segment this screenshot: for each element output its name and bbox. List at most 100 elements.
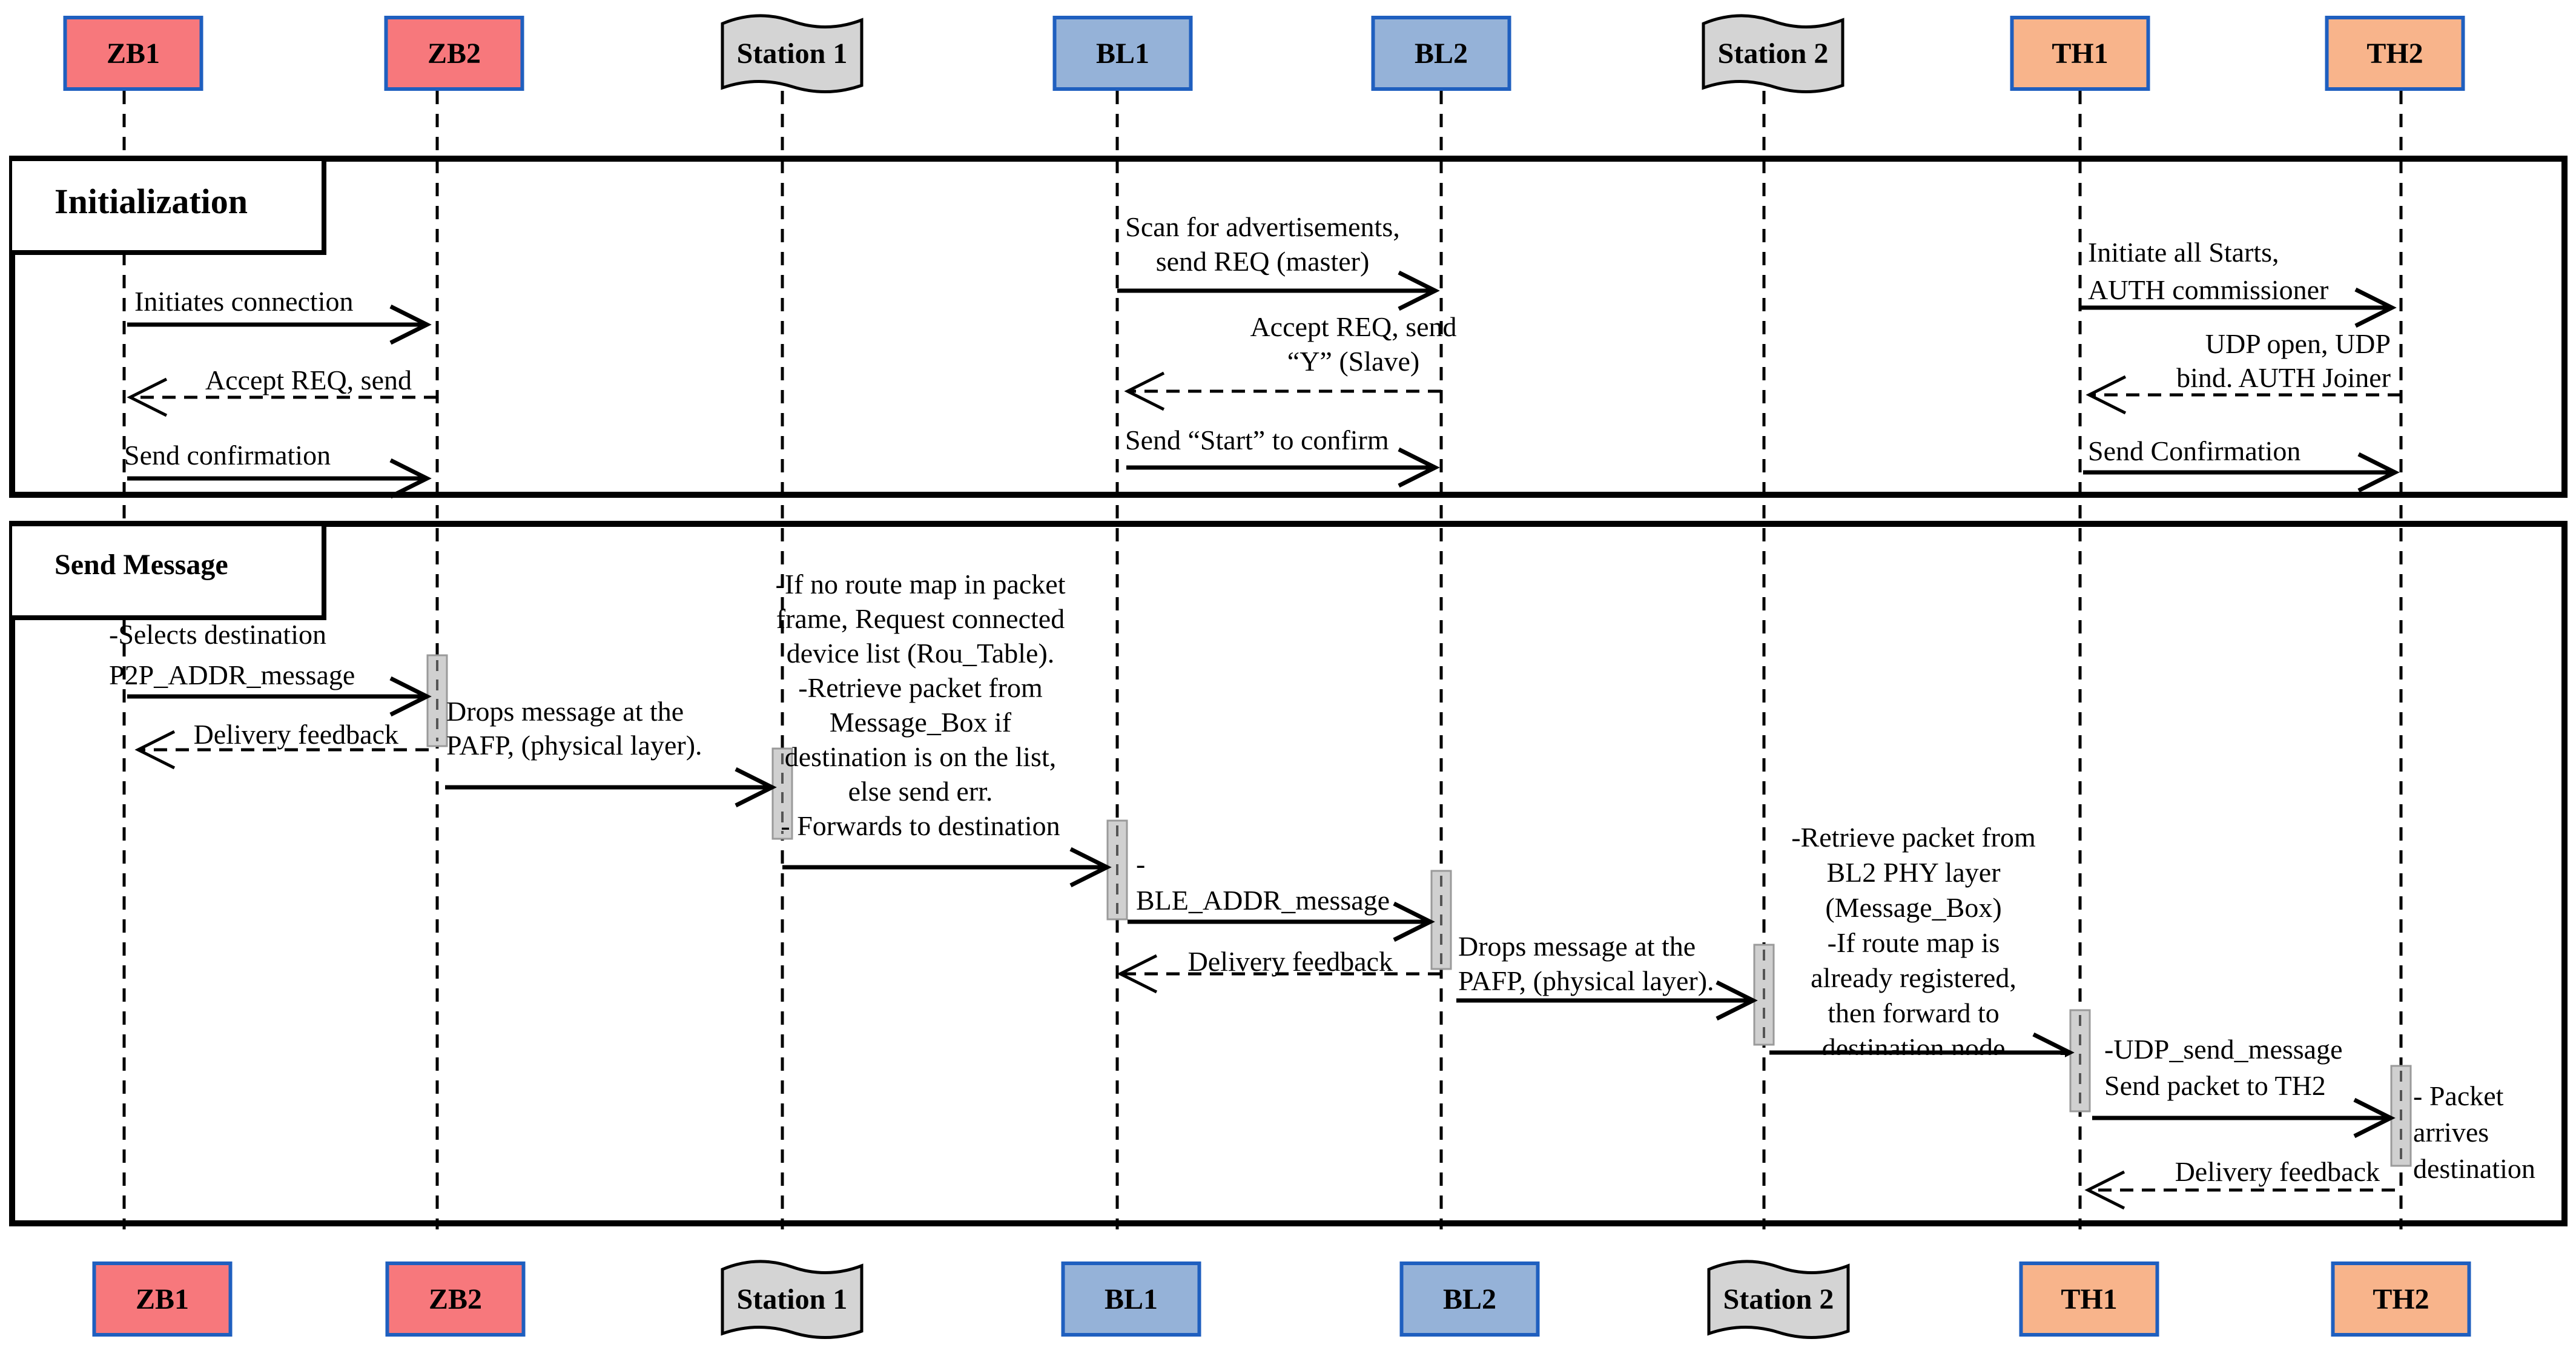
arrow-th-send-2	[2084, 1170, 2395, 1210]
participant-box	[63, 16, 203, 91]
participant-label: TH1	[2061, 1283, 2117, 1315]
message-label-zb_init_2: Accept REQ, send	[205, 365, 412, 395]
arrow-th-send-1	[2092, 1097, 2396, 1139]
message-label-zb_send_2: Delivery feedback	[194, 719, 398, 750]
participant-label: BL2	[1415, 38, 1468, 70]
message-arrows	[127, 270, 2401, 1210]
arrow-zb2-st1	[445, 767, 777, 808]
arrow-zb-init-1	[127, 304, 432, 345]
participant-box	[1371, 16, 1511, 91]
message-label-th_init_1: Initiate all Starts,AUTH commissioner	[2088, 237, 2328, 305]
participant-zb1-bottom: ZB1	[92, 1261, 233, 1337]
participant-th1-top: TH1	[2010, 16, 2150, 91]
message-label-bl_send_2: Delivery feedback	[1188, 946, 1393, 977]
participant-box	[1061, 1261, 1201, 1337]
arrow-th-init-3	[2083, 452, 2400, 493]
arrow-zb-init-3	[127, 458, 432, 499]
arrow-bl-init-3	[1126, 447, 1440, 488]
participant-label: ZB1	[107, 38, 160, 70]
arrow-zb-send-2	[134, 730, 429, 770]
arrow-bl-send-2	[1117, 954, 1441, 994]
activation-zb2	[426, 654, 448, 747]
participant-box	[385, 1261, 526, 1337]
participant-box	[92, 1261, 233, 1337]
participant-box	[721, 14, 864, 94]
activation-bl2	[1430, 870, 1452, 970]
participant-zb1-top: ZB1	[63, 16, 203, 91]
activation-st1	[771, 747, 793, 840]
participant-label: ZB1	[136, 1283, 189, 1315]
activation-th2	[2390, 1065, 2412, 1167]
frame-border	[9, 156, 2568, 498]
participant-box	[2331, 1261, 2471, 1337]
participant-label: TH2	[2366, 38, 2423, 70]
participant-box	[1399, 1261, 1540, 1337]
participant-bl2-top: BL2	[1371, 16, 1511, 91]
participant-label: ZB2	[428, 38, 481, 70]
activation-bl1	[1106, 819, 1128, 921]
participant-zb2-bottom: ZB2	[385, 1261, 526, 1337]
arrow-st1-bl1	[782, 847, 1112, 888]
frame-tab	[12, 521, 326, 620]
participant-label: Station 2	[1718, 38, 1829, 70]
participant-st2-top: Station 2	[1702, 14, 1844, 94]
message-label-bl_init_3: Send “Start” to confirm	[1125, 425, 1389, 455]
message-label-th_init_3: Send Confirmation	[2088, 435, 2300, 466]
message-label-bl_init_1: Scan for advertisements,send REQ (master…	[1125, 211, 1399, 277]
frame-init: Initialization	[9, 156, 2568, 498]
arrow-zb-init-2	[127, 377, 437, 417]
participant-st1-top: Station 1	[721, 14, 864, 94]
participant-label: ZB2	[429, 1283, 482, 1315]
participant-label: TH2	[2373, 1283, 2429, 1315]
participant-label: BL2	[1443, 1283, 1496, 1315]
arrow-bl-send-1	[1128, 901, 1435, 942]
participant-zb2-top: ZB2	[384, 16, 524, 91]
frame-send: Send Message	[9, 521, 2568, 1226]
participant-bl1-top: BL1	[1052, 16, 1193, 91]
participant-box	[721, 1260, 864, 1340]
arrow-zb-send-1	[127, 676, 432, 717]
frame-border	[9, 521, 2568, 1226]
arrow-th-init-2	[2086, 375, 2401, 415]
participant-label: BL1	[1096, 38, 1149, 70]
participant-bl1-bottom: BL1	[1061, 1261, 1201, 1337]
participant-box	[1052, 16, 1193, 91]
frame-title: Send Message	[54, 549, 228, 581]
participant-box	[2325, 16, 2465, 91]
message-label-th_send_2: Delivery feedback	[2175, 1156, 2380, 1187]
arrow-th-init-1	[2080, 287, 2397, 328]
participant-th1-bottom: TH1	[2019, 1261, 2159, 1337]
frame-tab	[12, 156, 326, 255]
message-label-zb_init_3: Send confirmation	[124, 440, 331, 471]
message-label-bl_init_2: Accept REQ, send“Y” (Slave)	[1250, 311, 1456, 377]
activation-st2	[1753, 944, 1775, 1046]
participant-label: Station 1	[737, 38, 848, 70]
note-mask	[1786, 1055, 2065, 1091]
activation-th1	[2069, 1009, 2091, 1113]
participant-th2-top: TH2	[2325, 16, 2465, 91]
participant-st1-bottom: Station 1	[721, 1260, 864, 1340]
arrow-bl-init-1	[1117, 270, 1440, 311]
frame-title: Initialization	[54, 182, 248, 221]
participant-bl2-bottom: BL2	[1399, 1261, 1540, 1337]
arrow-bl-init-2	[1124, 371, 1441, 411]
message-label-bl_send_1: -BLE_ADDR_message	[1136, 848, 1390, 916]
arrow-bl2-st2	[1456, 980, 1758, 1021]
participant-box	[2019, 1261, 2159, 1337]
participant-box	[1702, 14, 1844, 94]
participant-label: BL1	[1105, 1283, 1158, 1315]
participant-label: TH1	[2052, 38, 2108, 70]
message-label-zb_init_1: Initiates connection	[134, 286, 354, 317]
